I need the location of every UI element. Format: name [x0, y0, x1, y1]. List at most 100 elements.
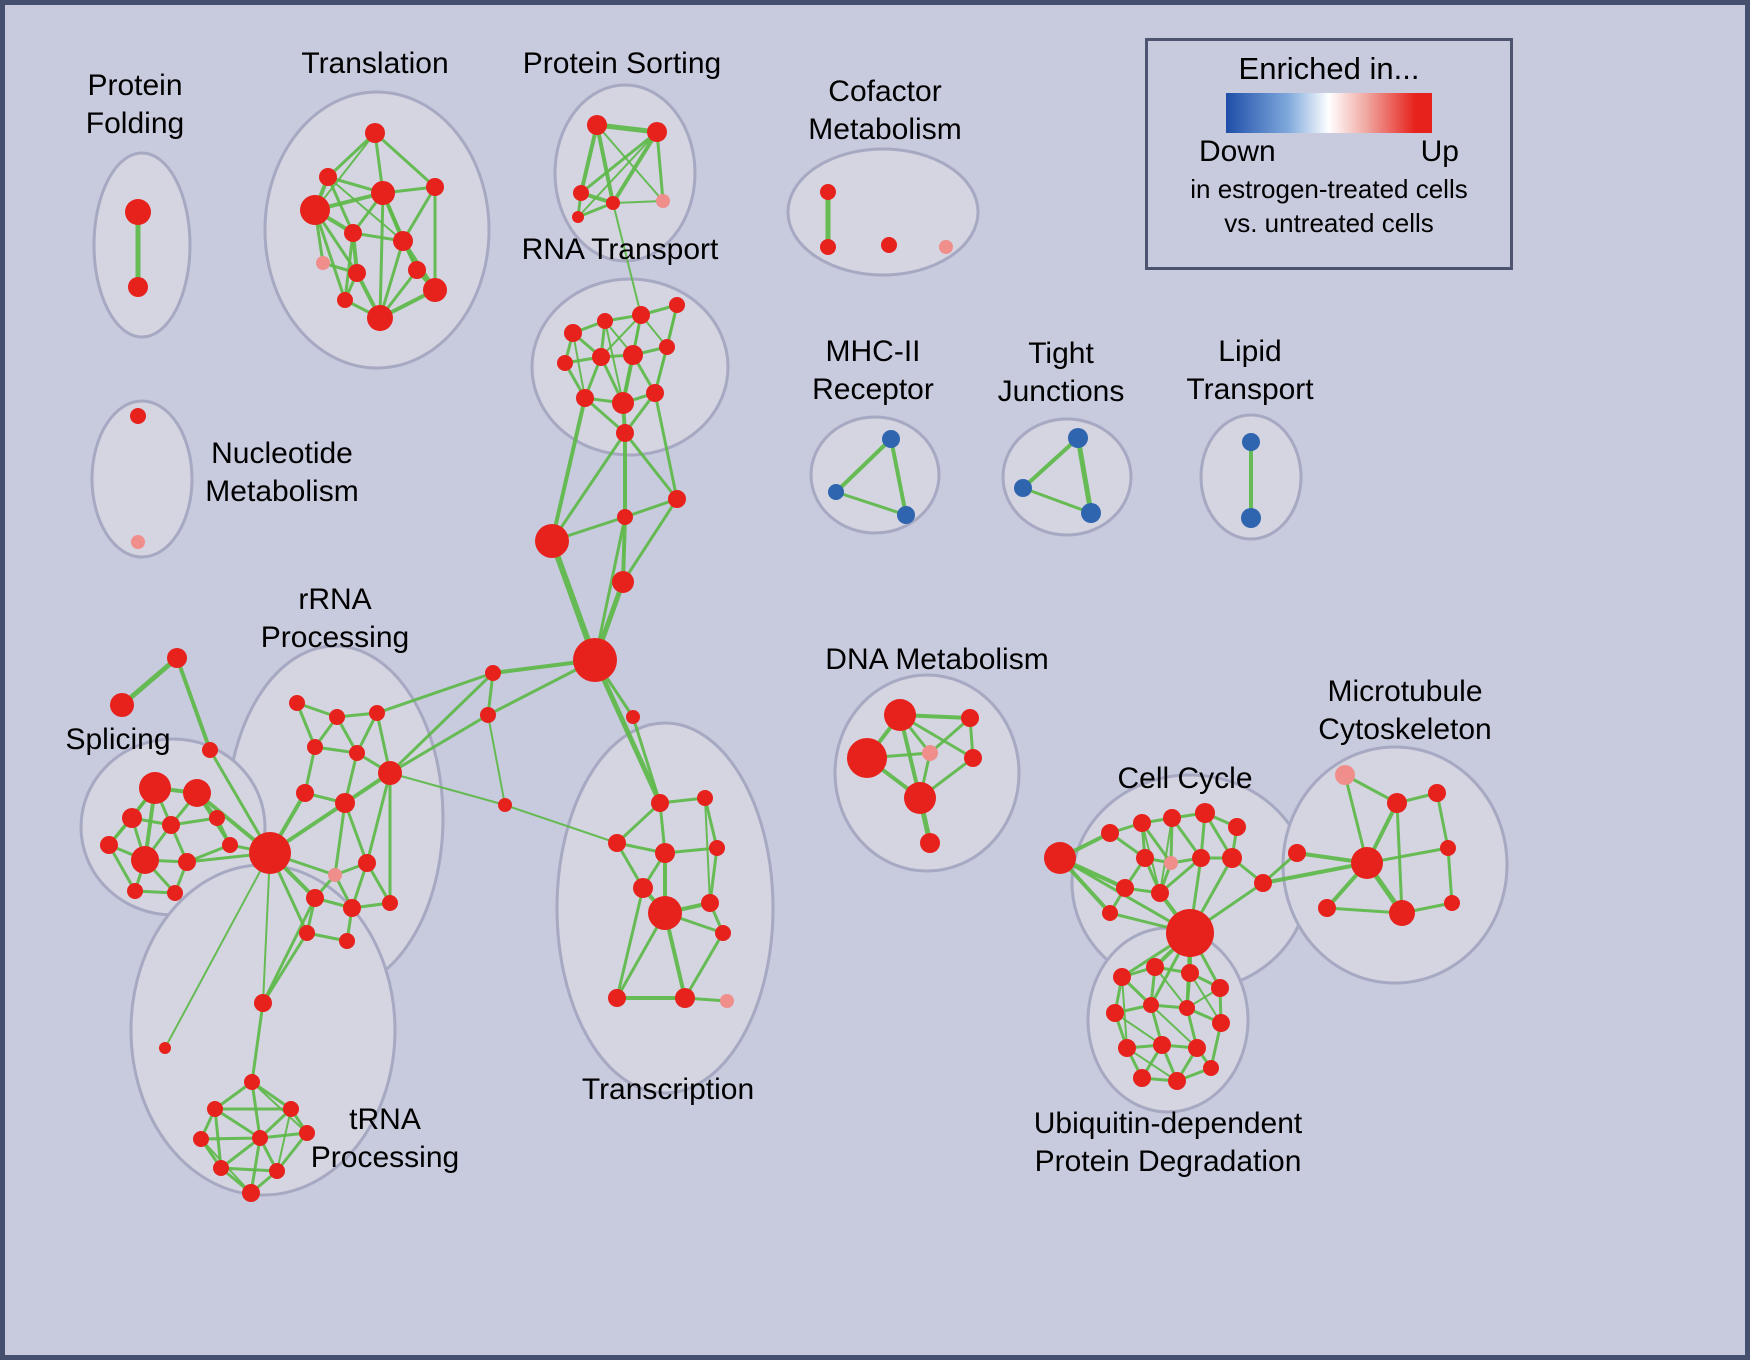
network-node: [244, 1074, 260, 1090]
network-edge: [199, 1136, 262, 1141]
legend-caption: in estrogen-treated cells vs. untreated …: [1190, 174, 1468, 238]
network-edge: [213, 1107, 262, 1140]
network-edge: [612, 200, 664, 204]
network-node: [1164, 856, 1178, 870]
network-node: [608, 834, 626, 852]
network-node: [606, 196, 620, 210]
network-node: [242, 1184, 260, 1202]
network-node: [881, 237, 897, 253]
network-node: [1151, 884, 1169, 902]
network-node: [167, 648, 187, 668]
network-edge: [276, 1108, 292, 1172]
network-edge: [378, 191, 385, 320]
network-node: [659, 339, 675, 355]
network-edge: [631, 715, 662, 805]
network-edge: [1159, 817, 1173, 894]
network-node: [715, 925, 731, 941]
network-edge: [592, 657, 663, 806]
network-node: [329, 709, 345, 725]
network-node: [1318, 899, 1336, 917]
network-node: [675, 988, 695, 1008]
network-node: [254, 994, 272, 1012]
network-node: [632, 306, 650, 324]
network-node: [573, 638, 617, 682]
network-node: [1101, 824, 1119, 842]
network-edge: [1075, 435, 1094, 516]
network-node: [592, 348, 610, 366]
network-node: [393, 231, 413, 251]
cluster-ellipse-protein-folding: [92, 151, 192, 339]
network-node: [884, 699, 916, 731]
network-node: [1113, 968, 1131, 986]
network-node: [1444, 895, 1460, 911]
network-node: [828, 484, 844, 500]
network-edge: [550, 396, 587, 543]
network-node: [1241, 508, 1261, 528]
network-node: [131, 535, 145, 549]
network-edge: [655, 130, 665, 203]
network-edge: [572, 332, 586, 399]
network-node: [207, 1101, 223, 1117]
network-node: [1288, 844, 1306, 862]
network-node: [1166, 909, 1214, 957]
network-node: [127, 883, 143, 899]
network-edge: [550, 431, 627, 543]
legend-down-label: Down: [1199, 135, 1276, 168]
network-node: [426, 178, 444, 196]
network-node: [348, 264, 366, 282]
network-edge: [1150, 1004, 1198, 1049]
network-node: [131, 846, 159, 874]
network-node: [820, 184, 836, 200]
network-edge: [593, 515, 627, 662]
network-node: [1428, 784, 1446, 802]
network-node: [1116, 879, 1134, 897]
network-node: [337, 292, 353, 308]
network-node: [535, 524, 569, 558]
network-node: [597, 313, 613, 329]
network-node: [1195, 803, 1215, 823]
network-node: [252, 1130, 268, 1146]
network-edge: [600, 314, 642, 358]
network-edge: [378, 239, 405, 320]
network-edge: [175, 656, 212, 752]
network-node: [1136, 849, 1154, 867]
network-edge: [612, 202, 642, 316]
network-node: [961, 709, 979, 727]
legend-up-label: Up: [1420, 135, 1459, 168]
network-canvas: [79, 83, 1509, 1202]
network-edge: [1114, 1012, 1163, 1046]
legend-updown-row: Down Up: [1199, 135, 1459, 169]
network-node: [656, 194, 670, 208]
network-node: [1188, 1039, 1206, 1057]
network-node: [335, 793, 355, 813]
network-node: [1179, 1000, 1195, 1016]
network-edge: [326, 131, 377, 179]
network-edge: [1446, 846, 1454, 905]
network-edge: [487, 714, 506, 806]
network-edge: [365, 771, 392, 865]
network-edge: [314, 132, 376, 211]
network-node: [1242, 433, 1260, 451]
network-node: [306, 889, 324, 907]
enrichment-gradient-bar: [1226, 93, 1432, 133]
network-node: [269, 1163, 285, 1179]
network-node: [1133, 814, 1151, 832]
network-edge: [275, 1131, 309, 1173]
network-edge: [313, 208, 347, 302]
network-edge: [389, 772, 506, 806]
network-node: [701, 894, 719, 912]
network-edge: [219, 1166, 279, 1173]
network-edge: [1121, 976, 1128, 1049]
network-node: [1106, 1004, 1124, 1022]
network-edge: [327, 176, 404, 242]
network-node: [1143, 997, 1159, 1013]
network-edge: [388, 671, 495, 775]
network-edge: [708, 846, 719, 905]
network-edge: [704, 797, 711, 904]
network-node: [612, 392, 634, 414]
network-edge: [889, 437, 908, 517]
network-node: [498, 798, 512, 812]
network-node: [1163, 809, 1181, 827]
network-node: [369, 705, 385, 721]
